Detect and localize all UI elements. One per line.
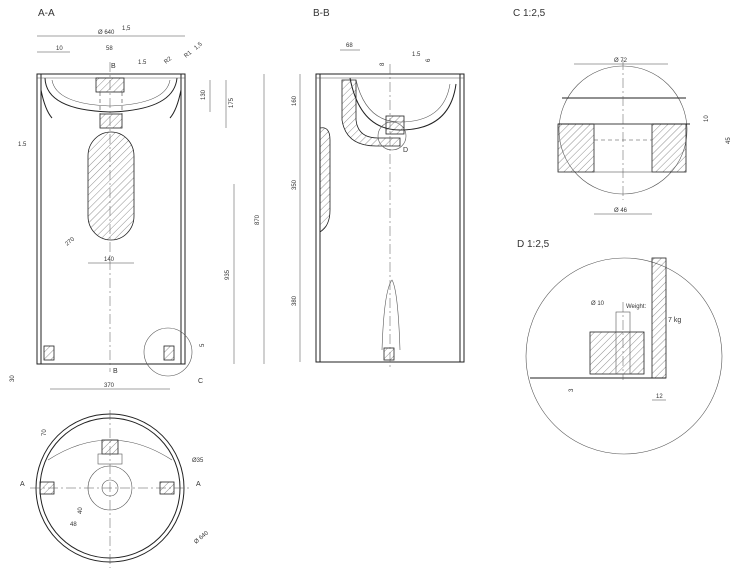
- d-dim-h3: 3: [569, 388, 575, 392]
- bb-dim-h8: 8: [380, 62, 386, 66]
- view-d: D 1:2,5 Ø 10 Weight: 7 kg 3 12: [517, 239, 723, 455]
- aa-dim-r-left: 1.5: [18, 142, 27, 148]
- view-d-title: D 1:2,5: [517, 239, 550, 250]
- aa-dim-b-top: B: [111, 63, 116, 70]
- aa-dim-r-tol: 1,5: [193, 41, 204, 51]
- aa-dim-r1: R1: [183, 50, 193, 60]
- plan-dim-d35: Ø35: [192, 458, 204, 464]
- aa-dim-w58: 58: [106, 46, 113, 52]
- aa-dim-h30: 30: [10, 375, 16, 382]
- plan-a-right: A: [196, 481, 201, 488]
- bb-dim-tol: 1.5: [412, 52, 421, 58]
- aa-dim-b-bottom: B: [113, 368, 118, 375]
- c-dim-h10: 10: [704, 115, 710, 122]
- aa-dim-d640: Ø 640: [98, 30, 115, 36]
- bb-dim-d-label: D: [403, 147, 408, 154]
- bb-dim-h160: 160: [292, 95, 298, 106]
- aa-dim-h870: 870: [255, 214, 261, 225]
- aa-dim-c-label: C: [198, 378, 203, 385]
- aa-dim-h130: 130: [201, 89, 207, 100]
- aa-dim-h175: 175: [229, 97, 235, 108]
- aa-dim-h5: 5: [200, 343, 206, 347]
- plan-view: 70 Ø35 A A 40 48 Ø 640: [20, 410, 210, 568]
- plan-dim-d640: Ø 640: [193, 530, 210, 546]
- aa-dim-tol-top: 1,5: [122, 26, 131, 32]
- aa-dim-w370: 370: [104, 383, 115, 389]
- aa-dim-r270: 270: [64, 236, 76, 247]
- view-c: C 1:2,5 Ø 72 Ø 46 10 45: [513, 8, 732, 215]
- view-aa-title: A-A: [38, 8, 55, 19]
- view-bb-title: B-B: [313, 8, 330, 19]
- aa-dim-h935: 935: [225, 269, 231, 280]
- d-dim-d10: Ø 10: [591, 301, 605, 307]
- bb-dim-h380: 380: [292, 295, 298, 306]
- d-weight-value: 7 kg: [668, 317, 681, 324]
- aa-dim-r1-5: 1.5: [138, 60, 147, 66]
- bb-dim-w68: 68: [346, 43, 353, 49]
- bb-dim-h6: 6: [426, 58, 432, 62]
- aa-dim-w10: 10: [56, 46, 63, 52]
- plan-dim-w48: 48: [70, 522, 77, 528]
- d-dim-w12: 12: [656, 394, 663, 400]
- plan-dim-h70: 70: [42, 429, 48, 436]
- view-aa: A-A Ø 640 1,5 10 58 B 1.: [10, 8, 265, 390]
- plan-a-left: A: [20, 481, 25, 488]
- c-dim-d46: Ø 46: [614, 208, 628, 214]
- view-bb: B-B 68 8 6 1.5 160 350 380 D: [292, 8, 465, 368]
- aa-dim-w140: 140: [104, 257, 115, 263]
- c-dim-h45: 45: [726, 137, 732, 144]
- d-weight-label: Weight:: [626, 304, 647, 310]
- plan-dim-w40: 40: [78, 507, 84, 514]
- c-dim-d72: Ø 72: [614, 58, 628, 64]
- bb-dim-h350: 350: [292, 179, 298, 190]
- aa-dim-r2: R2: [163, 56, 173, 66]
- view-c-title: C 1:2,5: [513, 8, 546, 19]
